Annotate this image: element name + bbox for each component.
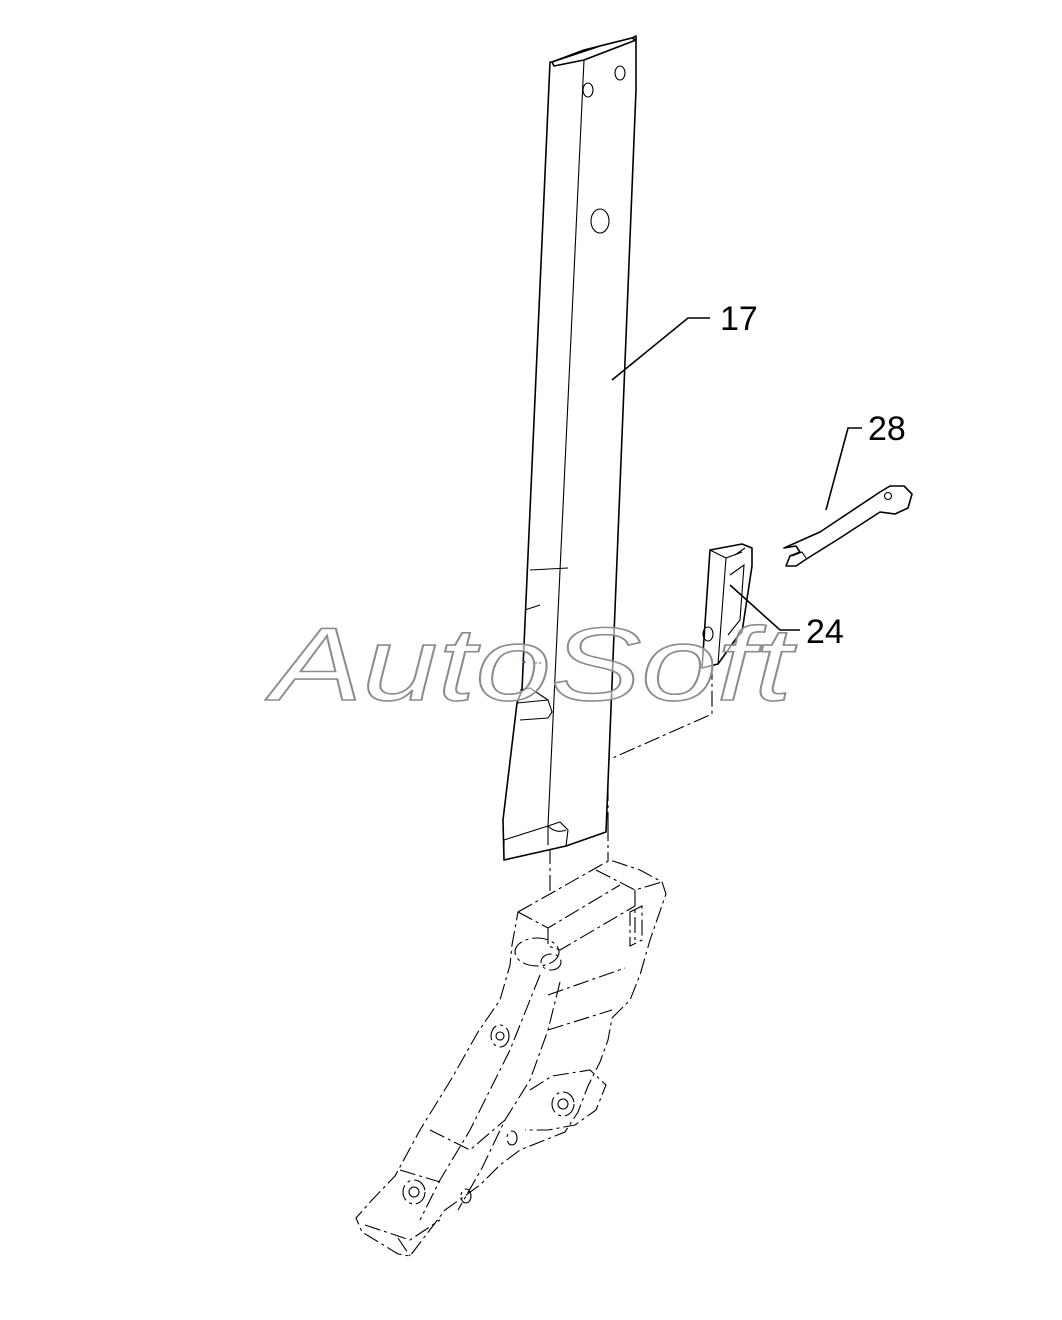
bar-hole-2 [614, 65, 626, 81]
callout-24: 24 [806, 613, 844, 651]
shank-base-phantom [355, 668, 713, 1257]
bar-hole-3 [590, 208, 610, 234]
callout-17: 17 [720, 300, 758, 338]
part-17-bar [502, 35, 637, 861]
leader-line-24 [729, 584, 800, 631]
leader-line-17 [611, 317, 710, 381]
leader-line-28 [825, 427, 862, 511]
part-24-latch [701, 543, 753, 669]
watermark-text: AutoSoft [264, 607, 797, 723]
part-28-lever [783, 485, 913, 567]
bar-hole-1 [582, 82, 594, 98]
callout-28: 28 [868, 410, 906, 448]
